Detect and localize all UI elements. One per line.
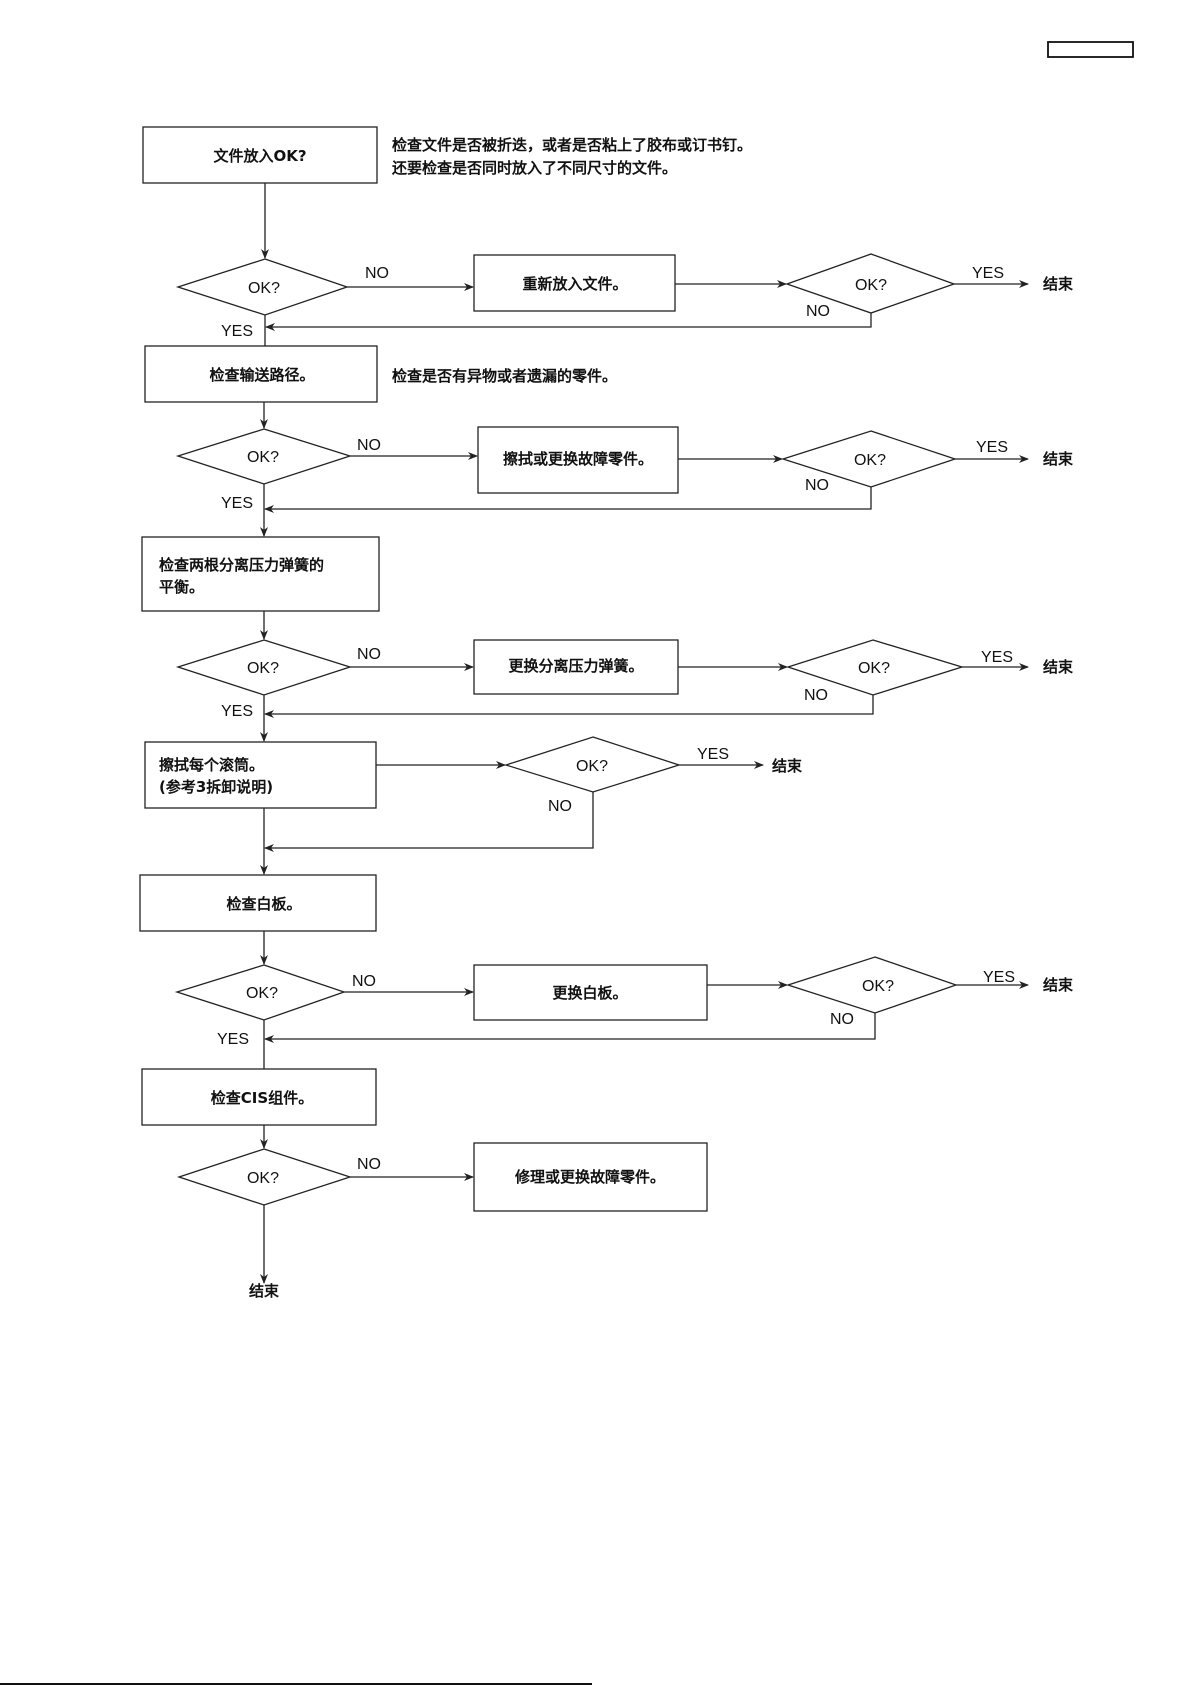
end-label: 结束 xyxy=(1043,658,1074,676)
decision-label: OK? xyxy=(576,758,608,775)
no-label: NO xyxy=(357,437,381,454)
yes-label: YES xyxy=(221,323,253,340)
decision-label: OK? xyxy=(247,449,279,466)
no-label: NO xyxy=(830,1011,854,1028)
no-label: NO xyxy=(548,798,572,815)
step-label-line: 检查两根分离压力弹簧的 xyxy=(159,556,324,574)
step-label-line: 擦拭每个滚筒。 xyxy=(159,756,264,774)
step-note: 还要检查是否同时放入了不同尺寸的文件。 xyxy=(391,159,677,177)
step-label-line: 平衡。 xyxy=(159,578,204,596)
decision-label: OK? xyxy=(855,277,887,294)
step-box-clean-rollers xyxy=(145,742,376,808)
yes-label: YES xyxy=(981,649,1013,666)
decision-label: OK? xyxy=(862,978,894,995)
no-label: NO xyxy=(357,646,381,663)
step-label: 检查输送路径。 xyxy=(209,366,314,384)
decision-label: OK? xyxy=(247,1170,279,1187)
yes-label: YES xyxy=(972,265,1004,282)
end-label: 结束 xyxy=(1043,976,1074,994)
action-label: 修理或更换故障零件。 xyxy=(514,1168,665,1186)
decision-label: OK? xyxy=(858,660,890,677)
step-box-spring-balance xyxy=(142,537,379,611)
decision-label: OK? xyxy=(248,280,280,297)
action-label: 更换白板。 xyxy=(552,984,627,1002)
action-label: 擦拭或更换故障零件。 xyxy=(503,450,653,468)
no-label: NO xyxy=(806,303,830,320)
yes-label: YES xyxy=(976,439,1008,456)
yes-label: YES xyxy=(221,495,253,512)
action-label: 重新放入文件。 xyxy=(522,275,627,293)
decision-label: OK? xyxy=(246,985,278,1002)
feedback-arrow xyxy=(265,695,873,714)
no-label: NO xyxy=(804,687,828,704)
no-label: NO xyxy=(352,973,376,990)
page-number-box xyxy=(1048,42,1133,57)
action-label: 更换分离压力弹簧。 xyxy=(508,657,643,675)
decision-label: OK? xyxy=(854,452,886,469)
no-label: NO xyxy=(805,477,829,494)
yes-label: YES xyxy=(217,1031,249,1048)
no-label: NO xyxy=(357,1156,381,1173)
end-label: 结束 xyxy=(1043,450,1074,468)
step-label: 检查白板。 xyxy=(226,895,301,913)
yes-label: YES xyxy=(697,746,729,763)
step-label-line: (参考3拆卸说明) xyxy=(159,778,273,796)
no-label: NO xyxy=(365,265,389,282)
step-note: 检查是否有异物或者遗漏的零件。 xyxy=(392,367,617,385)
feedback-arrow xyxy=(266,313,871,327)
step-label: 文件放入OK? xyxy=(213,147,306,165)
step-note: 检查文件是否被折迭，或者是否粘上了胶布或订书钉。 xyxy=(392,136,752,154)
end-label: 结束 xyxy=(1043,275,1074,293)
decision-label: OK? xyxy=(247,660,279,677)
end-label: 结束 xyxy=(772,757,803,775)
yes-label: YES xyxy=(221,703,253,720)
yes-label: YES xyxy=(983,969,1015,986)
end-label: 结束 xyxy=(249,1282,280,1300)
step-label: 检查CIS组件。 xyxy=(211,1089,313,1107)
